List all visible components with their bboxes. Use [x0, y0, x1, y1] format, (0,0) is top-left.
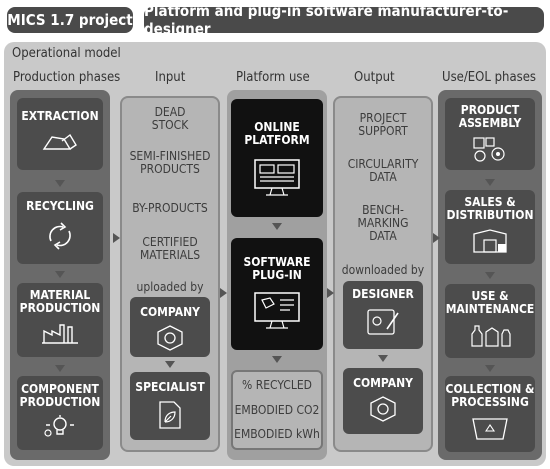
use-card-sales: SALES & DISTRIBUTION	[445, 190, 535, 264]
parts-assembly-icon	[472, 136, 508, 164]
arrow-output-use	[433, 233, 440, 243]
monitor-icon	[252, 157, 302, 197]
truck-icon	[470, 228, 510, 256]
output-title: Output	[354, 70, 395, 85]
designer-tablet-icon	[365, 307, 401, 339]
arrow-down-phase-2	[55, 271, 65, 278]
arrow-down-output	[378, 355, 388, 362]
arrow-down-use-2	[485, 272, 495, 279]
lightbulb-gear-icon	[40, 415, 80, 439]
phase-card-material-production: MATERIAL PRODUCTION	[17, 283, 103, 357]
metric-kwh: EMBODIED kWh	[234, 427, 320, 441]
output-card-company: COMPANY	[343, 368, 423, 434]
platform-online-label: ONLINE PLATFORM	[244, 120, 310, 147]
project-chip: MICS 1.7 project	[7, 7, 133, 33]
monitor-plugin-icon	[252, 290, 302, 330]
input-item-dead-stock: DEAD STOCK	[151, 105, 189, 132]
input-item-semi-finished: SEMI-FINISHED PRODUCTS	[129, 149, 211, 176]
metric-recycled: % RECYCLED	[242, 378, 312, 392]
gear-hexagon-icon	[155, 325, 185, 351]
input-item-certified: CERTIFIED MATERIALS	[139, 235, 201, 262]
metrics-box: % RECYCLED EMBODIED CO2 EMBODIED kWh	[231, 370, 323, 450]
platform-title: Platform use	[236, 70, 310, 85]
use-label-maintenance: USE & MAINTENANCE	[445, 289, 535, 316]
factory-icon	[40, 321, 80, 345]
phase-label-extraction: EXTRACTION	[21, 109, 99, 123]
use-label-collection: COLLECTION & PROCESSING	[445, 382, 535, 409]
phase-label-recycling: RECYCLING	[26, 199, 94, 213]
arrow-down-platform-1	[272, 223, 282, 230]
input-card-specialist: SPECIALIST	[130, 372, 210, 440]
arrow-down-input	[165, 361, 175, 368]
downloaded-by-label: downloaded by	[341, 263, 425, 277]
recycle-icon	[43, 221, 77, 251]
output-card-designer: DESIGNER	[343, 281, 423, 349]
input-title: Input	[155, 70, 186, 85]
output-company-label: COMPANY	[353, 376, 413, 390]
project-label: MICS 1.7 project	[7, 11, 133, 29]
phase-label-material: MATERIAL PRODUCTION	[19, 288, 101, 315]
output-item-benchmarking: BENCH- MARKING DATA	[357, 203, 409, 243]
platform-plugin-label: SOFTWARE PLUG-IN	[243, 255, 311, 282]
use-title: Use/EOL phases	[442, 70, 537, 85]
rocks-icon	[40, 129, 80, 155]
phase-card-component-production: COMPONENT PRODUCTION	[17, 376, 103, 450]
phase-label-component: COMPONENT PRODUCTION	[19, 382, 101, 409]
output-item-circularity: CIRCULARITY DATA	[347, 157, 419, 184]
arrow-down-phase-3	[55, 365, 65, 372]
phases-title: Production phases	[13, 70, 121, 85]
use-card-maintenance: USE & MAINTENANCE	[445, 284, 535, 358]
input-item-by-products: BY-PRODUCTS	[132, 201, 208, 215]
arrow-down-use-3	[485, 365, 495, 372]
leaf-document-icon	[157, 400, 183, 430]
uploaded-by-label: uploaded by	[136, 280, 204, 294]
arrow-down-phase-1	[55, 180, 65, 187]
metric-co2: EMBODIED CO2	[234, 403, 320, 417]
output-designer-label: DESIGNER	[352, 287, 414, 301]
use-label-assembly: PRODUCT ASSEMBLY	[458, 103, 522, 130]
use-card-collection: COLLECTION & PROCESSING	[445, 376, 535, 452]
bottles-icon	[468, 322, 512, 348]
arrow-down-platform-2	[272, 356, 282, 363]
phase-card-recycling: RECYCLING	[17, 192, 103, 264]
page-title: Platform and plug-in software manufactur…	[144, 2, 509, 38]
use-label-sales: SALES & DISTRIBUTION	[446, 195, 534, 222]
recycling-bin-icon	[470, 415, 510, 441]
arrow-platform-output	[327, 288, 334, 298]
arrow-down-use-1	[485, 179, 495, 186]
platform-card-online: ONLINE PLATFORM	[231, 99, 323, 217]
model-label: Operational model	[12, 46, 121, 61]
use-card-product-assembly: PRODUCT ASSEMBLY	[445, 98, 535, 170]
arrow-phases-input	[113, 233, 120, 243]
arrow-input-platform	[220, 288, 227, 298]
gear-hexagon-icon	[368, 396, 398, 422]
input-specialist-label: SPECIALIST	[135, 380, 205, 394]
title-chip: Platform and plug-in software manufactur…	[144, 2, 544, 38]
phase-card-extraction: EXTRACTION	[17, 98, 103, 170]
input-company-label: COMPANY	[140, 305, 200, 319]
output-item-project-support: PROJECT SUPPORT	[358, 111, 408, 138]
platform-card-plugin: SOFTWARE PLUG-IN	[231, 238, 323, 350]
input-card-company: COMPANY	[130, 297, 210, 357]
